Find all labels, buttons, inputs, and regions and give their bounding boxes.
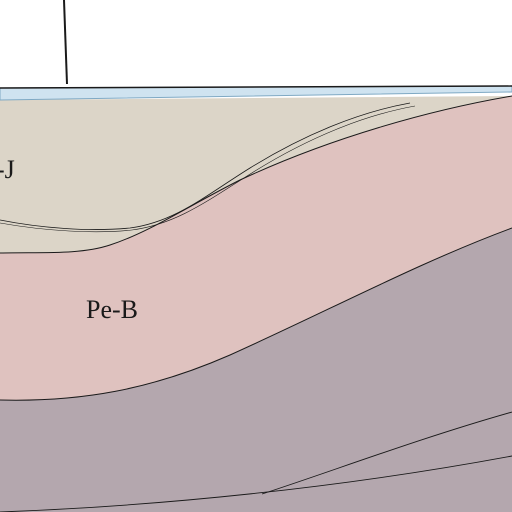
surface-line [0, 85, 512, 89]
bottom-boundary [0, 455, 512, 512]
basement-internal-contact [261, 411, 512, 495]
pe-b-unit [0, 96, 512, 401]
borehole-line [63, 0, 68, 85]
peb-basement-contact [0, 227, 512, 401]
j-internal-contact [0, 102, 411, 230]
basement-unit [0, 228, 512, 512]
j-peb-contact [0, 95, 512, 254]
unit-label-j: -J [0, 155, 15, 184]
j-internal-contact-2 [0, 105, 416, 233]
j-unit [0, 96, 512, 253]
unit-label-pe-b: Pe-B [86, 295, 138, 324]
